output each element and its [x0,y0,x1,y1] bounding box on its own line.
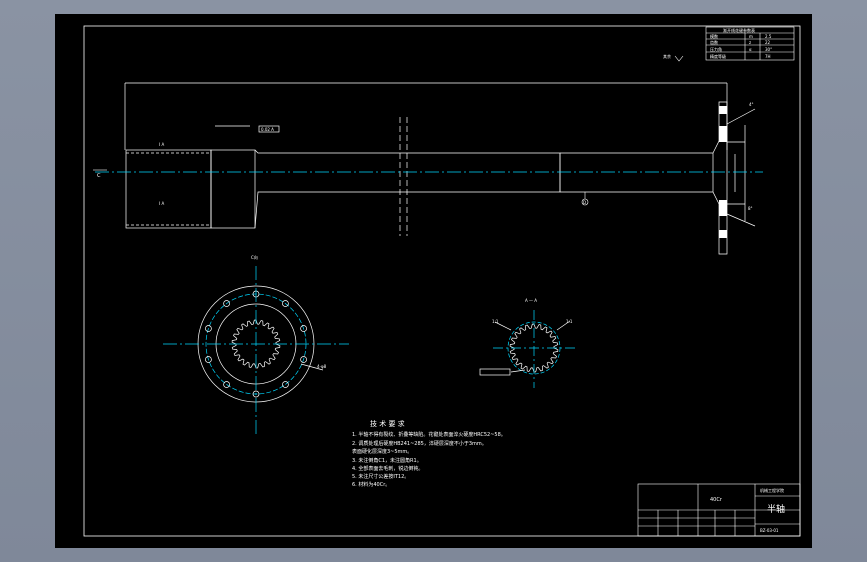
title-block [637,483,801,537]
section-marker-top: I A [159,142,164,147]
tech-req-item: 3. 未注倒角C1，未注圆角R1。 [352,457,422,464]
shaft-body [254,149,561,229]
svg-text:1:1: 1:1 [566,319,573,324]
bolt-hole [282,300,289,307]
tech-req-item: 5. 未注尺寸公差按IT12。 [352,473,409,480]
title-block-material: 40Cr [710,497,723,503]
svg-text:齿数: 齿数 [710,39,718,45]
spline-section-view [479,310,575,388]
end-view-label: C向 [251,254,258,260]
svg-text:22: 22 [765,40,771,45]
svg-text:模数: 模数 [710,33,718,39]
svg-text:精度等级: 精度等级 [710,53,726,59]
tech-req-item: 4. 全部表面去毛刺，锐边倒钝。 [352,465,423,472]
spline-table-title: 渐开线花键参数表 [723,27,755,33]
cad-drawing: 4° 8° 0.02 A C I A I A D 其余 渐开线花键参数表 模数 … [83,25,801,537]
title-block-school: 机械工程学院 [760,487,784,493]
spline-parameter-table [705,26,795,61]
section-title: A — A [525,298,537,303]
bolt-hole [300,325,307,332]
svg-text:0.02 A: 0.02 A [261,127,274,132]
bolt-hole [282,381,289,388]
svg-text:4-φ8: 4-φ8 [317,364,327,369]
bolt-hole [223,381,230,388]
bolt-hole [223,300,230,307]
tech-req-list: 1. 半轴不得有裂纹、折叠等缺陷。花键处表面淬火硬度HRC52~58。 2. 调… [352,431,506,488]
svg-text:压力角: 压力角 [710,46,722,52]
bolt-hole [205,356,212,363]
drawing-border [83,25,801,537]
shaft-shoulder [210,149,256,229]
view-c-label: C [97,173,101,179]
svg-text:30°: 30° [765,47,772,52]
svg-text:7H: 7H [765,54,771,59]
svg-text:4°: 4° [749,102,754,107]
drawing-sheet: 4° 8° 0.02 A C I A I A D 其余 渐开线花键参数表 模数 … [55,14,812,548]
svg-text:1:1: 1:1 [492,319,499,324]
svg-text:α: α [749,47,752,52]
tech-req-item: 6. 材料为40Cr。 [352,481,390,488]
tech-req-item: 1. 半轴不得有裂纹、折叠等缺陷。花键处表面淬火硬度HRC52~58。 [352,431,506,438]
roughness-note: 其余 [663,53,671,59]
svg-text:2.5: 2.5 [765,34,772,39]
svg-text:m: m [749,34,753,39]
tech-req-item: 2. 调质处理后硬度HB241~285，淬硬层深度不小于3mm。 [352,440,487,447]
datum-label: D [583,200,586,205]
title-block-part-name: 半轴 [767,503,785,515]
tech-req-title: 技 术 要 求 [370,419,405,428]
spline-table-rows: 模数 m 2.5 齿数 z 22 压力角 α 30° 精度等级 7H [710,33,772,59]
shaft-main-view: 4° 8° 0.02 A [124,82,756,255]
bolt-hole [300,356,307,363]
bolt-hole [252,390,260,398]
tech-req-item: 表面硬化层深度3~5mm。 [352,448,412,455]
bolt-hole [205,325,212,332]
title-block-drawing-no: BZ-03-01 [760,528,779,533]
spline-end [125,149,212,229]
roughness-icon [674,55,684,62]
flange-end-view [163,266,349,434]
svg-text:z: z [749,40,751,45]
section-marker-bottom: I A [159,201,164,206]
svg-text:8°: 8° [748,206,753,211]
